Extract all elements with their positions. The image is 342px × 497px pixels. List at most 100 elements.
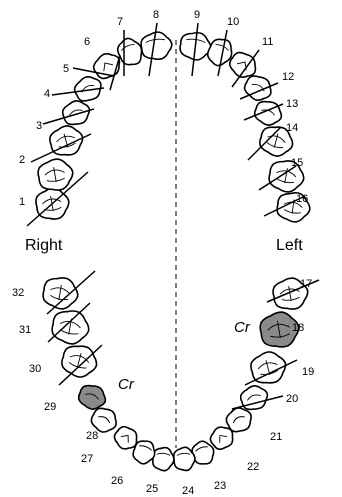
tooth-26-detail (139, 445, 152, 451)
tooth-number-17: 17 (300, 278, 312, 290)
tooth-16-outline (276, 192, 311, 223)
tooth-number-14: 14 (286, 122, 298, 134)
tooth-number-9: 9 (194, 9, 200, 21)
tooth-25-detail (156, 452, 171, 456)
tooth-32[interactable] (41, 275, 80, 311)
tooth-number-7: 7 (117, 16, 123, 28)
tooth-20-detail (247, 394, 261, 401)
tooth-29-detail (85, 393, 99, 400)
leader-line-4 (51, 87, 105, 96)
tooth-26-outline (132, 440, 156, 465)
tooth-29-outline (77, 384, 107, 410)
tooth-28-outline (90, 407, 117, 433)
leader-line-13 (243, 103, 284, 121)
leader-line-30 (58, 344, 103, 386)
tooth-6-detail (103, 62, 114, 72)
tooth-19[interactable] (248, 348, 289, 387)
tooth-22-outline (209, 426, 234, 451)
leader-line-12 (239, 82, 279, 100)
leader-line-15 (258, 165, 297, 191)
tooth-number-1: 1 (19, 196, 25, 208)
tooth-11-outline (228, 51, 257, 78)
tooth-number-20: 20 (286, 393, 298, 405)
tooth-number-10: 10 (227, 16, 239, 28)
tooth-24-detail (176, 452, 191, 456)
tooth-number-32: 32 (12, 287, 24, 299)
tooth-22-detail (219, 434, 228, 443)
tooth-21-outline (225, 407, 252, 433)
tooth-3[interactable] (47, 123, 86, 160)
tooth-number-25: 25 (146, 483, 158, 495)
tooth-18-detail (267, 321, 291, 339)
tooth-25[interactable] (151, 446, 175, 472)
tooth-4-outline (61, 100, 91, 126)
tooth-27-outline (113, 425, 138, 450)
tooth-20[interactable] (238, 382, 271, 413)
tooth-21[interactable] (223, 404, 256, 436)
tooth-22[interactable] (207, 422, 238, 453)
tooth-23-detail (195, 446, 208, 452)
tooth-5[interactable] (71, 72, 106, 105)
tooth-11[interactable] (226, 48, 261, 82)
tooth-number-28: 28 (86, 430, 98, 442)
tooth-number-11: 11 (262, 36, 273, 48)
leader-line-20 (231, 395, 284, 410)
tooth-number-24: 24 (182, 485, 194, 497)
tooth-number-8: 8 (153, 9, 159, 21)
tooth-32-outline (42, 277, 79, 310)
leader-line-1 (26, 171, 89, 227)
leader-line-11 (231, 49, 260, 88)
tooth-8[interactable] (140, 30, 174, 61)
tooth-number-6: 6 (84, 36, 90, 48)
crown-label-18: Cr (234, 319, 251, 336)
tooth-28-detail (98, 416, 111, 424)
tooth-21-detail (232, 416, 245, 424)
tooth-26[interactable] (131, 438, 159, 467)
tooth-13-outline (253, 100, 283, 126)
leader-layer (26, 22, 320, 410)
tooth-number-4: 4 (44, 88, 50, 100)
tooth-number-15: 15 (291, 157, 303, 169)
tooth-2-outline (37, 158, 74, 191)
tooth-7-detail (121, 44, 135, 51)
leader-line-32 (46, 270, 96, 315)
tooth-12-detail (251, 84, 265, 92)
tooth-4[interactable] (60, 97, 93, 128)
tooth-number-30: 30 (29, 363, 41, 375)
leader-line-5 (72, 67, 115, 77)
tooth-number-13: 13 (286, 98, 298, 110)
tooth-4-detail (69, 109, 83, 116)
leader-line-9 (191, 22, 199, 77)
tooth-20-outline (239, 385, 269, 411)
leader-line-17 (266, 279, 320, 303)
leader-line-2 (30, 133, 92, 163)
tooth-29[interactable] (76, 382, 109, 413)
leader-line-6 (109, 54, 121, 91)
tooth-32-detail (50, 285, 71, 301)
tooth-17[interactable] (271, 276, 310, 312)
tooth-16[interactable] (276, 190, 312, 223)
tooth-number-16: 16 (296, 193, 308, 205)
tooth-30[interactable] (59, 342, 100, 381)
tooth-number-3: 3 (36, 120, 42, 132)
tooth-31[interactable] (50, 308, 92, 347)
tooth-28[interactable] (88, 404, 121, 436)
tooth-number-27: 27 (81, 453, 93, 465)
tooth-2[interactable] (36, 157, 75, 193)
tooth-30-outline (61, 345, 98, 378)
right-side-label: Right (25, 237, 63, 254)
tooth-number-22: 22 (247, 461, 259, 473)
tooth-number-19: 19 (302, 366, 314, 378)
tooth-13[interactable] (252, 98, 285, 129)
leader-line-10 (217, 29, 228, 77)
tooth-17-detail (279, 286, 300, 302)
tooth-27[interactable] (111, 423, 142, 454)
tooth-number-5: 5 (63, 63, 69, 75)
tooth-14[interactable] (257, 123, 296, 160)
tooth-number-29: 29 (44, 401, 56, 413)
tooth-18[interactable] (258, 309, 302, 350)
leader-line-14 (247, 126, 282, 161)
leader-line-3 (42, 108, 95, 125)
